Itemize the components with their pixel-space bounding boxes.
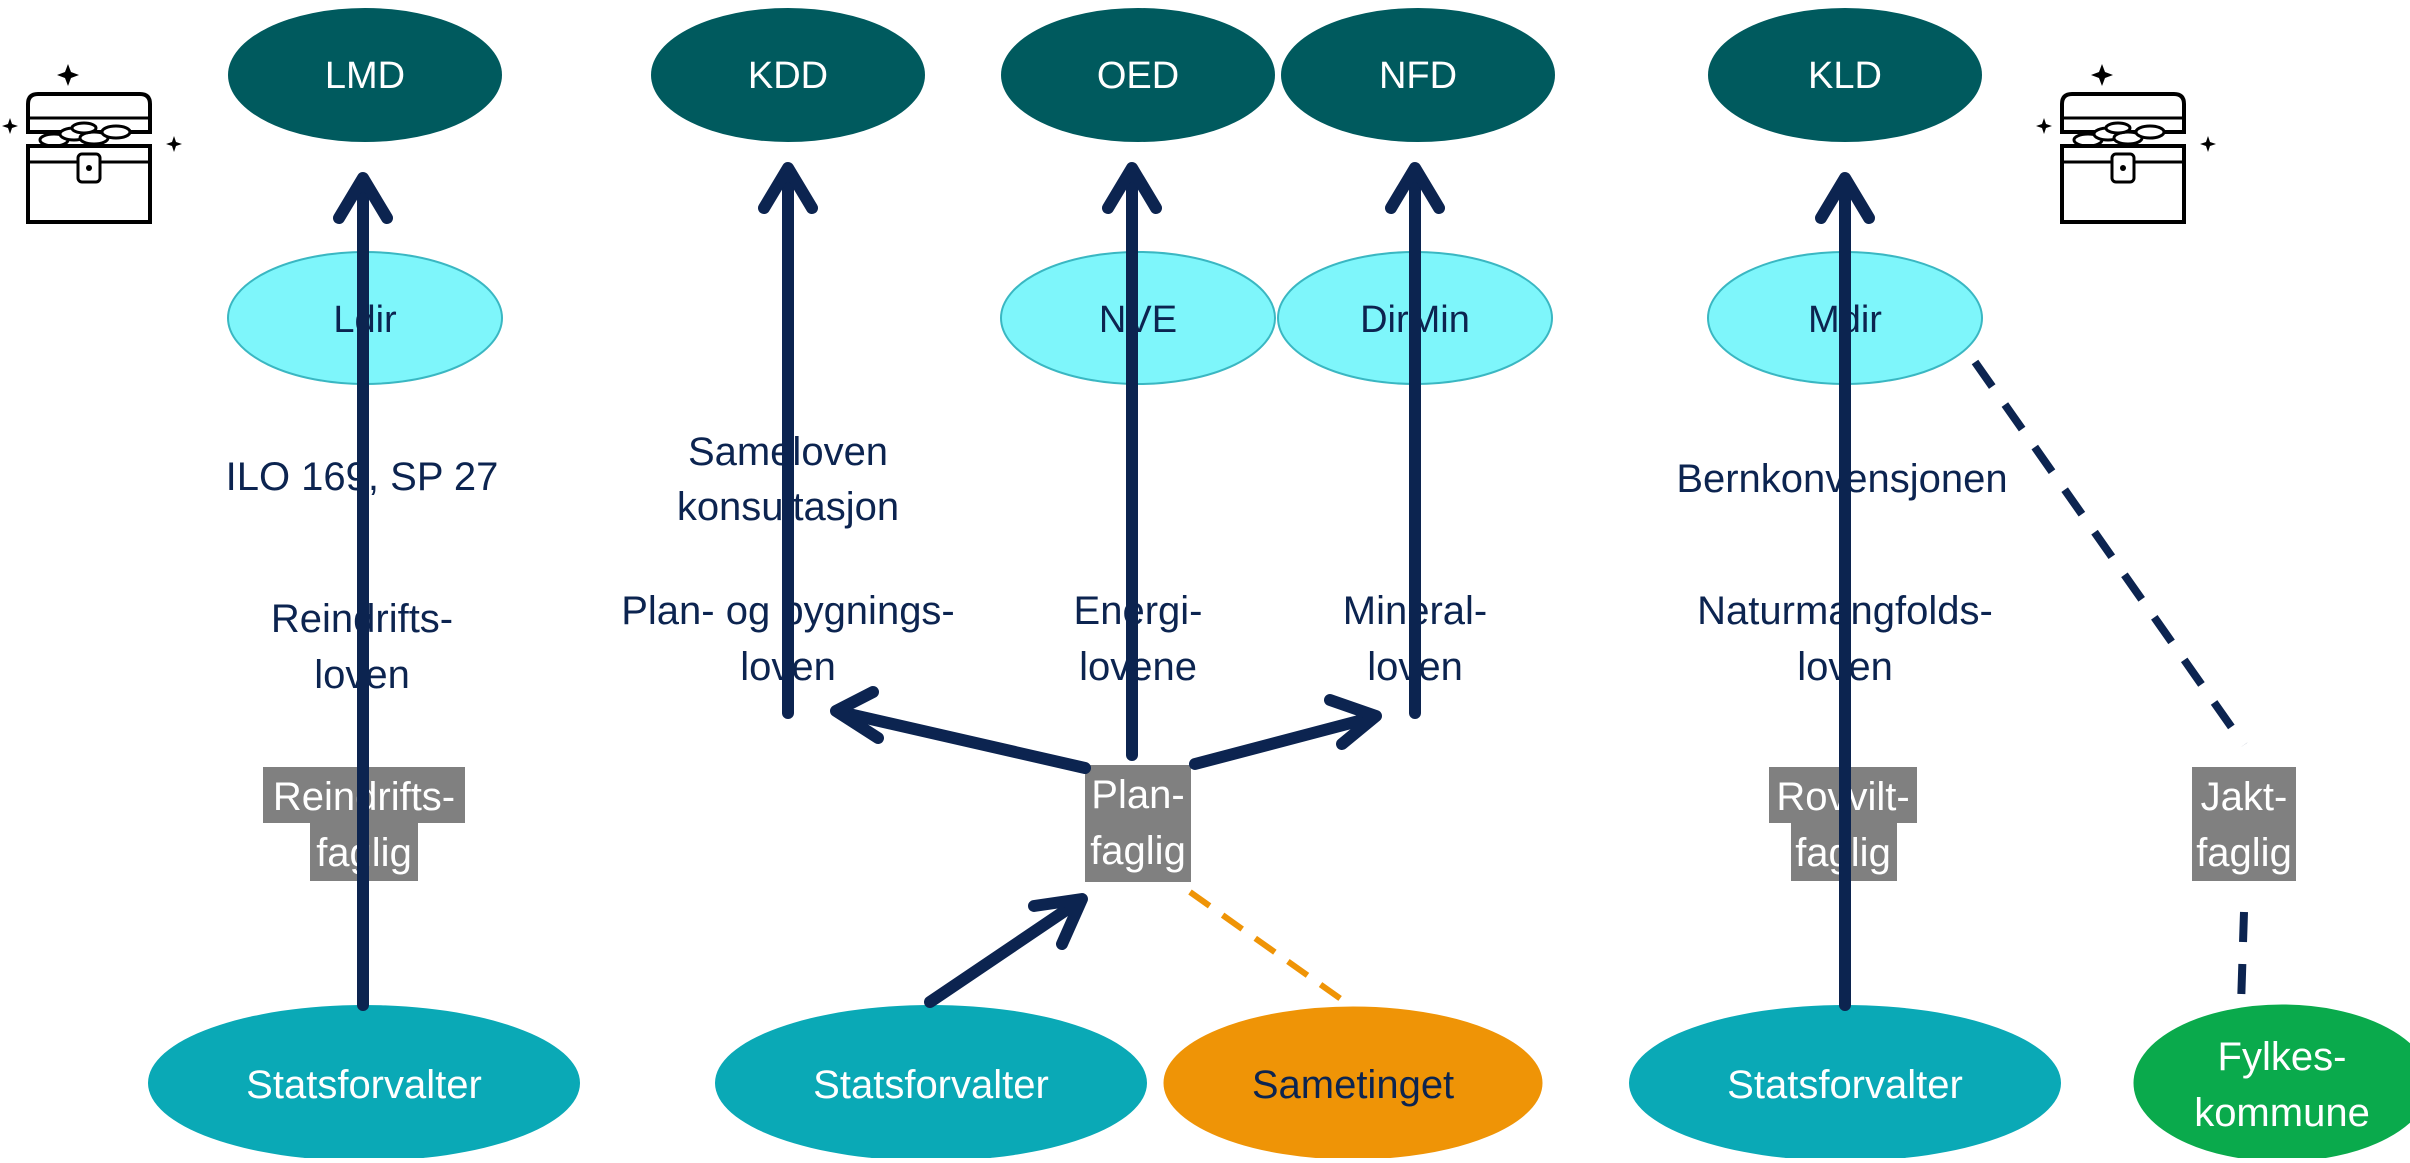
box-jakt-line2 — [2192, 823, 2296, 881]
actor-statsforvalter-right — [1629, 1005, 2061, 1161]
actor-fylkeskommune-label-line1: Fylkes- — [2218, 1035, 2347, 1079]
arrow-plan-to-mineral — [1189, 694, 1382, 770]
actor-fylkeskommune — [2130, 1001, 2410, 1163]
box-plan-text-line2: faglig — [1090, 829, 1186, 873]
ministry-oed — [1001, 8, 1275, 142]
ministry-lmd-label: LMD — [325, 55, 405, 97]
arrow-statsforvalter-to-kld — [1815, 172, 1875, 1011]
ministry-kdd — [651, 8, 925, 142]
arrow-statsforvalter-to-lmd — [333, 172, 393, 1011]
dashed-line-mdir-jakt — [1971, 359, 2248, 748]
actor-statsforvalter-middle — [715, 1005, 1147, 1161]
ministry-kld-label: KLD — [1808, 55, 1882, 97]
arrow-statsforvalter-to-plan — [924, 893, 1088, 1008]
box-jakt-line1 — [2192, 767, 2296, 823]
actor-fylkeskommune-label-line2: kommune — [2194, 1091, 2370, 1135]
ministry-lmd — [228, 8, 502, 142]
actor-statsforvalter-middle-label: Statsforvalter — [813, 1063, 1049, 1107]
actor-statsforvalter-right-label: Statsforvalter — [1727, 1063, 1963, 1107]
ministry-kld — [1708, 8, 1982, 142]
actor-statsforvalter-left-label: Statsforvalter — [246, 1063, 482, 1107]
actor-statsforvalter-left — [148, 1005, 580, 1161]
ministry-nfd — [1281, 8, 1555, 142]
dashed-line-plan-sametinget — [1188, 889, 1350, 1007]
box-plan-line2 — [1085, 821, 1191, 882]
box-plan-text-line1: Plan- — [1091, 773, 1184, 817]
arrow-plan-to-pbl — [830, 686, 1091, 774]
treasure-chest-icon — [2034, 62, 2218, 224]
dashed-line-jakt-fylkeskommune — [2237, 911, 2248, 1006]
ministry-kdd-label: KDD — [748, 55, 828, 97]
box-plan-line1 — [1085, 765, 1191, 821]
actor-sametinget-label: Sametinget — [1252, 1063, 1454, 1107]
arrow-mineral-to-nfd — [1385, 162, 1445, 719]
arrow-pbl-to-kdd — [758, 162, 818, 719]
treasure-chest-icon — [0, 62, 184, 224]
box-jakt-text-line1: Jakt- — [2201, 775, 2288, 819]
box-jakt-text-line2: faglig — [2196, 831, 2292, 875]
arrow-plan-to-oed — [1102, 162, 1162, 761]
ministry-oed-label: OED — [1097, 55, 1179, 97]
ministry-nfd-label: NFD — [1379, 55, 1457, 97]
